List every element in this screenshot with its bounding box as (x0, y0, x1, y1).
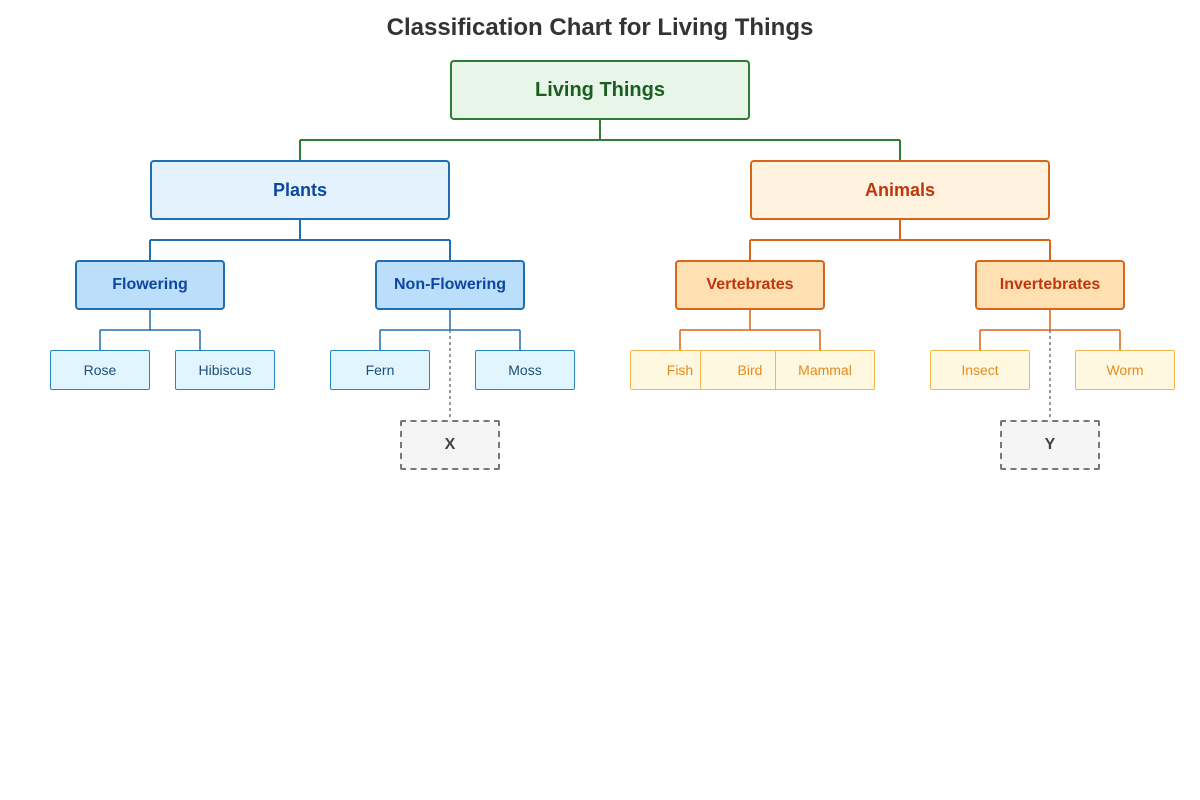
node-living-things: Living Things (450, 60, 750, 120)
flowering-connector (99, 310, 201, 350)
unknown-node-x: X (400, 420, 500, 470)
leaf-insect: Insect (930, 350, 1030, 390)
node-vertebrates: Vertebrates (675, 260, 825, 310)
node-flowering: Flowering (75, 260, 225, 310)
node-plants: Plants (150, 160, 450, 220)
vertebrates-connector (679, 310, 821, 350)
leaf-fern: Fern (330, 350, 430, 390)
leaf-rose: Rose (50, 350, 150, 390)
animals-connector (749, 220, 1051, 260)
node-invertebrates: Invertebrates (975, 260, 1125, 310)
leaf-worm: Worm (1075, 350, 1175, 390)
leaf-mammal: Mammal (775, 350, 875, 390)
root-connector (299, 120, 901, 160)
unknown-node-y: Y (1000, 420, 1100, 470)
chart-title: Classification Chart for Living Things (386, 14, 814, 41)
leaf-hibiscus: Hibiscus (175, 350, 275, 390)
leaf-moss: Moss (475, 350, 575, 390)
node-animals: Animals (750, 160, 1050, 220)
node-non-flowering: Non-Flowering (375, 260, 525, 310)
plants-connector (149, 220, 451, 260)
